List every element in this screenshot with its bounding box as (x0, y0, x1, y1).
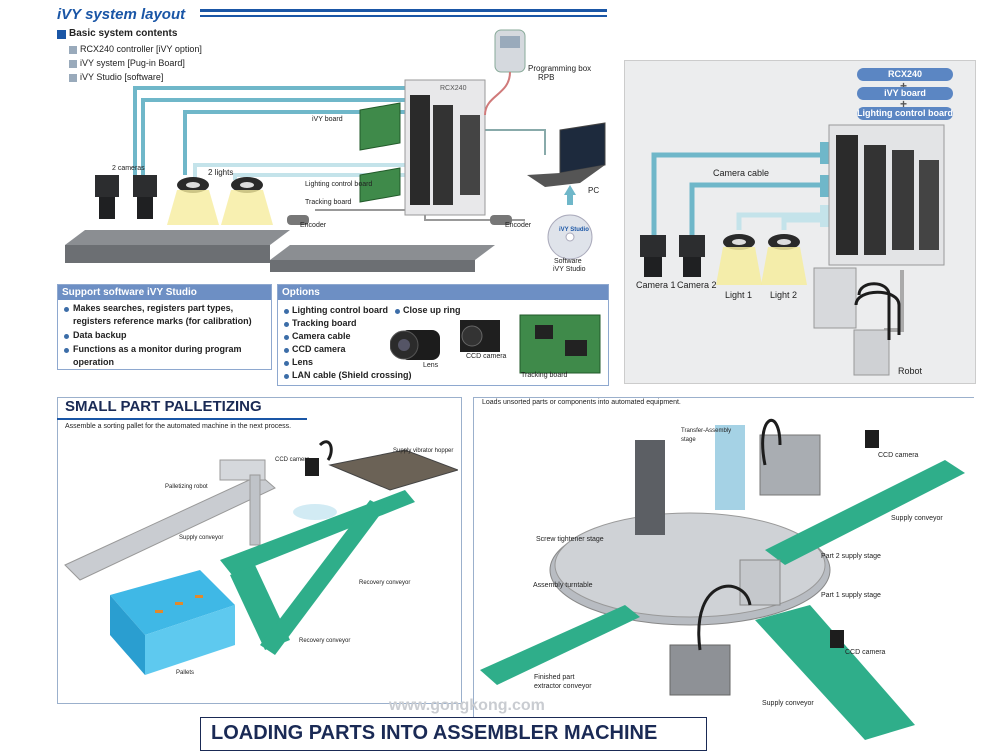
option-item-4: CCD camera (292, 344, 346, 354)
hopper-label: Supply vibrator hopper (393, 448, 454, 454)
close-up-ring-label: Close up ring (403, 305, 461, 315)
rpb-label: RPB (538, 73, 555, 82)
system-layout-diagram (65, 29, 606, 272)
support-item-4: Functions as a monitor during program (73, 344, 242, 354)
assembler-subtitle: Loads unsorted parts or components into … (482, 399, 681, 406)
plus-sign: + (900, 97, 908, 111)
robot-system-diagram (640, 124, 945, 376)
basic-item-2: iVY system [Pug-in Board] (80, 58, 185, 68)
section-marker (57, 30, 66, 39)
palletizing-subtitle: Assemble a sorting pallet for the automa… (65, 423, 292, 430)
lens-label: Lens (423, 362, 439, 369)
controller-model-label: RCX240 (440, 85, 467, 92)
options-panel: Options (277, 284, 609, 386)
encoder-label-2: Encoder (505, 222, 532, 229)
software-label-1: Software (554, 258, 582, 265)
pc-label: PC (588, 186, 600, 195)
bullet-dot (395, 309, 400, 314)
finished-conveyor-label-2: extractor conveyor (534, 683, 592, 690)
palletizing-panel (57, 397, 462, 704)
lighting-board-label: Lighting control board (305, 181, 373, 188)
transfer-stage-label-2: stage (681, 437, 696, 443)
camera-1-label: Camera 1 (636, 280, 676, 290)
assembler-supply-bottom-label: Supply conveyor (762, 700, 814, 707)
basic-item-3: iVY Studio [software] (80, 72, 164, 82)
system-layout-title: iVY system layout (57, 6, 186, 23)
options-products-image (390, 314, 601, 374)
assembler-ccd-top-label: CCD camera (878, 452, 919, 459)
bullet-dot (284, 335, 289, 340)
light-1-label: Light 1 (725, 290, 753, 300)
ivy-board-label: iVY board (312, 116, 343, 123)
two-cameras-label: 2 cameras (112, 165, 145, 172)
assembler-ccd-bottom-label: CCD camera (845, 649, 886, 656)
assembler-title-box (200, 717, 707, 751)
title-rule-2 (200, 15, 607, 17)
tracking-board-label: Tracking board (305, 199, 352, 206)
palletizing-title: SMALL PART PALLETIZING (65, 398, 262, 415)
pallets-label: Pallets (176, 670, 195, 676)
recovery-conveyor-label-2: Recovery conveyor (299, 638, 351, 644)
palletizing-diagram (64, 440, 458, 675)
bullet-square (69, 60, 77, 68)
options-panel-title: Options (278, 285, 608, 300)
transfer-stage-label-1: Transfer-Assembly (681, 428, 732, 434)
plus-sign: + (900, 79, 908, 93)
basic-contents-title: Basic system contents (69, 28, 178, 39)
programming-box-label: Programming box (528, 64, 592, 73)
support-software-panel: Support software iVY Studio (57, 284, 272, 370)
bullet-dot (284, 374, 289, 379)
part1-stage-label: Part 1 supply stage (821, 592, 881, 599)
bullet-square (69, 74, 77, 82)
support-item-3: Data backup (73, 330, 127, 340)
ivy-board-badge: iVY board (857, 87, 953, 100)
support-item-5: operation (73, 357, 115, 367)
part2-stage-label: Part 2 supply stage (821, 553, 881, 560)
finished-conveyor-label-1: Finished part (534, 674, 575, 681)
bullet-dot (64, 348, 69, 353)
assembler-diagram (480, 419, 965, 740)
turntable-label: Assembly turntable (533, 582, 593, 589)
support-item-2: registers reference marks (for calibrati… (73, 316, 252, 326)
watermark: www.gongkong.com (389, 697, 545, 714)
bullet-dot (284, 348, 289, 353)
screw-stage-label: Screw tightener stage (536, 536, 604, 543)
palletizing-ccd-label: CCD camera (275, 457, 310, 463)
software-label-2: iVY Studio (553, 266, 586, 273)
support-item-1: Makes searches, registers part types, (73, 303, 234, 313)
tracking-board-photo-label: Tracking board (521, 372, 568, 379)
option-item-6: LAN cable (Shield crossing) (292, 370, 412, 380)
title-rule (200, 9, 607, 12)
bullet-dot (284, 361, 289, 366)
assembler-supply-top-label: Supply conveyor (891, 515, 943, 522)
option-item-3: Camera cable (292, 331, 351, 341)
encoder-label-1: Encoder (300, 222, 327, 229)
recovery-conveyor-label-1: Recovery conveyor (359, 580, 411, 586)
two-lights-label: 2 lights (208, 168, 234, 177)
option-item-5: Lens (292, 357, 314, 367)
bullet-dot (284, 309, 289, 314)
assembler-panel (473, 397, 974, 750)
ccd-camera-label: CCD camera (466, 353, 507, 360)
palletizing-robot-label: Palletizing robot (165, 484, 208, 490)
bullet-dot (284, 322, 289, 327)
cd-label: iVY Studio (559, 227, 589, 233)
light-2-label: Light 2 (770, 290, 798, 300)
camera-2-label: Camera 2 (677, 280, 717, 290)
bullet-dot (64, 307, 69, 312)
bullet-dot (64, 334, 69, 339)
option-item-1: Lighting control board (292, 305, 388, 315)
support-panel-title: Support software iVY Studio (58, 285, 271, 300)
camera-cable-label: Camera cable (713, 168, 770, 178)
option-item-2: Tracking board (292, 318, 357, 328)
palletizing-supply-conveyor-label: Supply conveyor (179, 535, 224, 541)
bullet-square (69, 46, 77, 54)
palletizing-title-rule (57, 418, 307, 420)
rcx240-badge: RCX240 (857, 68, 953, 81)
basic-item-1: RCX240 controller [iVY option] (80, 44, 202, 54)
assembler-title: LOADING PARTS INTO ASSEMBLER MACHINE (211, 722, 658, 744)
lighting-board-badge: Lighting control board (857, 107, 953, 120)
robot-label: Robot (898, 366, 923, 376)
